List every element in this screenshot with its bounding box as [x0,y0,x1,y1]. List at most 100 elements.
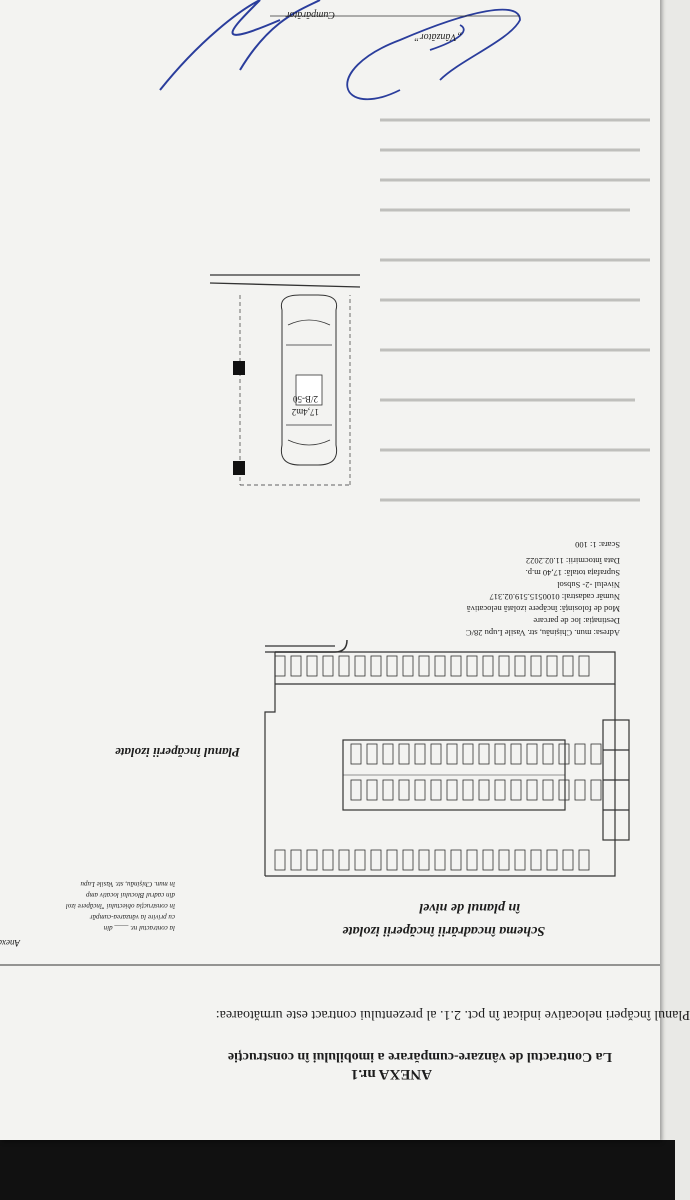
scheme-title-2: în planul de nivel [419,900,520,915]
parking-stall [338,655,350,677]
parking-area-label: 17,4m2 [291,407,319,417]
parking-stall [322,655,334,677]
document-page: ANEXA nr.1 La Contractul de vânzare-cump… [0,0,690,1140]
parking-stall [430,779,442,801]
parking-stall [434,849,446,871]
parking-stall [526,779,538,801]
annex-title: ANEXA nr.1 [350,1066,432,1082]
parking-stall [478,743,490,765]
detail-line-7: Data întocmirii: 11.02.2022 [525,556,620,566]
parking-stall [290,849,302,871]
plan-title: Planul încăperii izolate [115,745,240,760]
parking-stall [418,849,430,871]
parking-stall [558,743,570,765]
parking-stall [418,655,430,677]
parking-stall [306,655,318,677]
desk-background [0,1140,675,1200]
parking-stall [478,779,490,801]
parking-stall [494,743,506,765]
parking-stall [414,779,426,801]
detail-line-1: Adresa: mun. Chișinău, str. Vasile Lupu … [465,628,620,638]
parking-stall [398,779,410,801]
parking-spot-label: 2/B-50 [292,394,318,404]
parking-stall [446,779,458,801]
parking-stall [562,655,574,677]
side-note-line-2: cu privire la vânzarea-cumpăr [89,913,175,921]
parking-stall [498,655,510,677]
parking-stall [386,849,398,871]
detail-line-2: Destinația: loc de parcare [533,616,620,626]
parking-stall [462,743,474,765]
parking-stall [526,743,538,765]
parking-stall [306,849,318,871]
contract-reference: La Contractul de vânzare-cumpărare a imo… [227,1049,612,1064]
parking-stall [574,743,586,765]
scheme-title-1: Schema încadrării încăperii izolate [342,923,545,938]
parking-stall [574,779,586,801]
side-note-line-1: la contractul nr. ____ din [103,924,175,932]
parking-stall [382,743,394,765]
seller-label: „Vânzător” [414,31,462,42]
parking-stall [274,849,286,871]
parking-stall [382,779,394,801]
parking-stall [562,849,574,871]
parking-stall [590,743,602,765]
parking-stall [370,655,382,677]
intro-line: Planul încăperi nelocative indicat în pc… [215,1007,690,1022]
parking-stall [402,849,414,871]
side-note-label: Anexa [0,938,20,948]
parking-stall [430,743,442,765]
parking-stall [510,743,522,765]
parking-stall [482,849,494,871]
parking-stall [354,849,366,871]
detail-line-6: Suprafața totală: 17,40 m.p. [525,568,620,578]
parking-stall [578,655,590,677]
parking-stall [542,743,554,765]
parking-stall [450,655,462,677]
detail-line-5: Nivelul -2- Subsol [557,580,620,590]
detail-line-4: Număr cadastral: 0100515.519.02.317 [489,592,620,602]
parking-stall [274,655,286,677]
side-note-line-5: în mun. Chișinău, str. Vasile Lupu [80,880,175,888]
parking-stall [290,655,302,677]
parking-stall [350,779,362,801]
header-rule [0,964,660,966]
parking-stall [542,779,554,801]
detail-line-3: Mod de folosință: încăpere izolată neloc… [466,604,620,614]
parking-stall [434,655,446,677]
parking-stall [446,743,458,765]
parking-stall [462,779,474,801]
parking-stall [530,849,542,871]
parking-stall [514,849,526,871]
parking-stall [494,779,506,801]
parking-stall [546,655,558,677]
parking-stall [558,779,570,801]
parking-stall [514,655,526,677]
parking-stall [370,849,382,871]
parking-stall [498,849,510,871]
parking-space-drawing [209,274,361,486]
parking-stall [350,743,362,765]
parking-stall [590,779,602,801]
bleed-through-text [380,118,650,502]
parking-stall [322,849,334,871]
parking-stall [546,849,558,871]
side-note-line-3: în construcția obiectului "încăpere izol [65,902,175,910]
parking-stall [338,849,350,871]
detail-line-8: Scara: 1: 100 [575,540,620,550]
floor-plan-drawing [264,639,630,877]
parking-stall [530,655,542,677]
parking-stall [402,655,414,677]
parking-stall [450,849,462,871]
parking-stall [578,849,590,871]
parking-stall [466,849,478,871]
parking-stall [482,655,494,677]
parking-stall [386,655,398,677]
parking-stall [510,779,522,801]
parking-stall [466,655,478,677]
buyer-label: Cumpărător [285,9,335,20]
parking-stall [354,655,366,677]
parking-stall [366,743,378,765]
signatures [159,0,521,101]
side-note-line-4: din cadrul Blocului locativ amp [85,891,175,899]
